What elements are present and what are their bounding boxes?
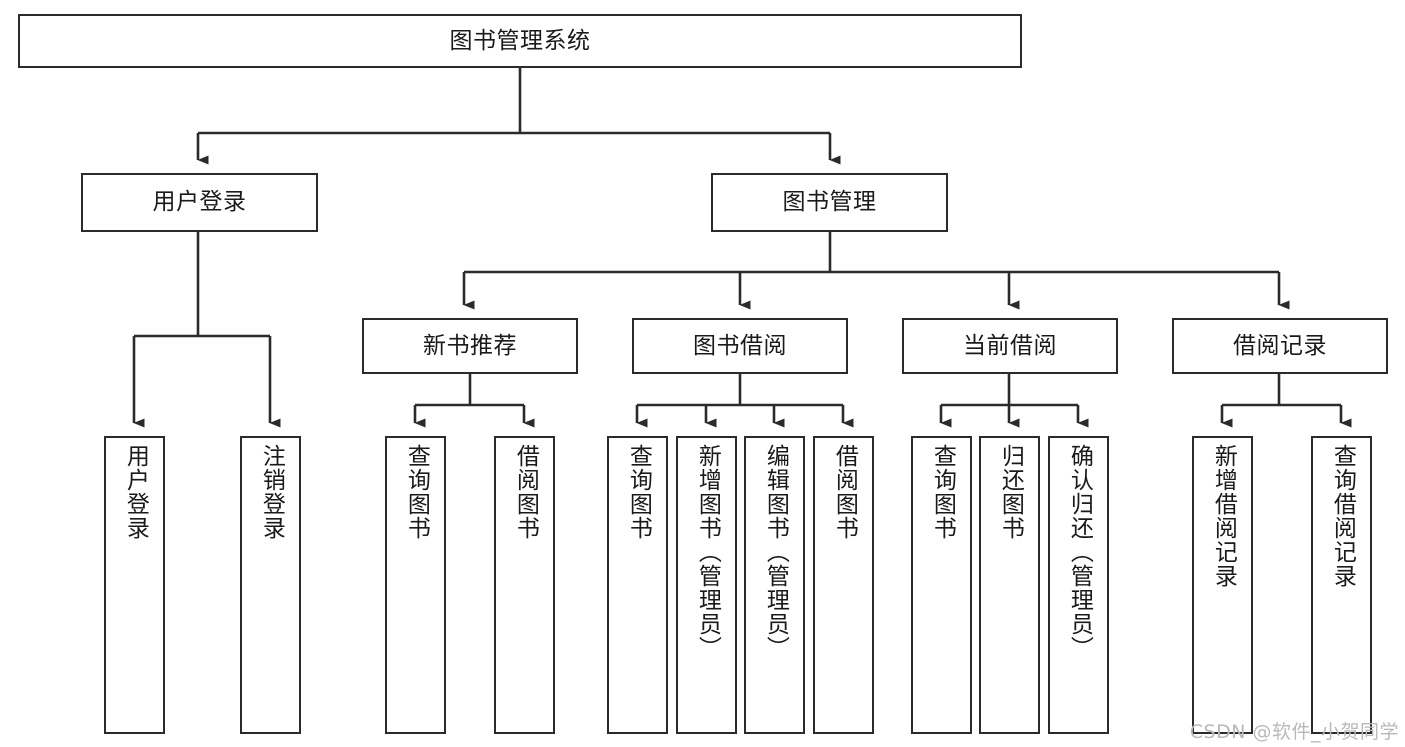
node-book-borrowing[interactable]: 图书借阅 xyxy=(632,318,848,374)
node-label: 查询借阅记录 xyxy=(1329,444,1356,588)
node-label: 图书管理系统 xyxy=(449,27,591,54)
node-label: 新增借阅记录 xyxy=(1210,444,1237,588)
node-label: 借阅记录 xyxy=(1233,332,1327,359)
leaf-new-book-query-book[interactable]: 查询图书 xyxy=(385,436,446,734)
node-label: 新增图书（管理员） xyxy=(694,444,721,660)
node-label: 用户登录 xyxy=(122,444,149,540)
node-label: 新书推荐 xyxy=(423,332,517,359)
node-label: 借阅图书 xyxy=(831,444,858,540)
node-label: 注销登录 xyxy=(258,444,285,540)
node-label: 确认归还（管理员） xyxy=(1066,444,1093,660)
node-label: 借阅图书 xyxy=(512,444,539,540)
leaf-user-login-logout[interactable]: 注销登录 xyxy=(240,436,301,734)
leaf-book-borrow-edit-book-admin[interactable]: 编辑图书（管理员） xyxy=(744,436,805,734)
node-label: 查询图书 xyxy=(625,444,652,540)
leaf-current-borrow-return-book[interactable]: 归还图书 xyxy=(979,436,1040,734)
leaf-current-borrow-confirm-return-admin[interactable]: 确认归还（管理员） xyxy=(1048,436,1109,734)
leaf-borrow-record-query-record[interactable]: 查询借阅记录 xyxy=(1311,436,1372,734)
node-label: 编辑图书（管理员） xyxy=(762,444,789,660)
node-label: 用户登录 xyxy=(152,189,247,216)
node-label: 当前借阅 xyxy=(963,332,1057,359)
leaf-user-login-login[interactable]: 用户登录 xyxy=(104,436,165,734)
node-label: 查询图书 xyxy=(403,444,430,540)
leaf-current-borrow-query-book[interactable]: 查询图书 xyxy=(911,436,972,734)
node-label: 图书管理 xyxy=(782,189,877,216)
leaf-borrow-record-add-record[interactable]: 新增借阅记录 xyxy=(1192,436,1253,734)
leaf-book-borrow-borrow-book[interactable]: 借阅图书 xyxy=(813,436,874,734)
node-book-management[interactable]: 图书管理 xyxy=(711,173,948,232)
node-current-borrowing[interactable]: 当前借阅 xyxy=(902,318,1118,374)
leaf-book-borrow-add-book-admin[interactable]: 新增图书（管理员） xyxy=(676,436,737,734)
leaf-new-book-borrow-book[interactable]: 借阅图书 xyxy=(494,436,555,734)
node-label: 归还图书 xyxy=(997,444,1024,540)
node-new-book-recommendation[interactable]: 新书推荐 xyxy=(362,318,578,374)
node-label: 图书借阅 xyxy=(693,332,787,359)
node-label: 查询图书 xyxy=(929,444,956,540)
leaf-book-borrow-query-book[interactable]: 查询图书 xyxy=(607,436,668,734)
node-borrowing-record[interactable]: 借阅记录 xyxy=(1172,318,1388,374)
node-user-login[interactable]: 用户登录 xyxy=(81,173,318,232)
node-root-book-management-system[interactable]: 图书管理系统 xyxy=(18,14,1022,68)
